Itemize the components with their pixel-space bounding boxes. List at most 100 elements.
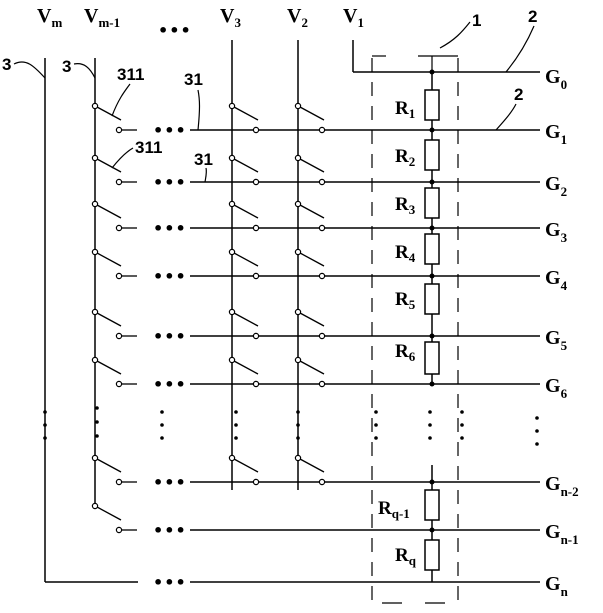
callout-3-vm1: 3 <box>62 57 71 76</box>
switch <box>91 502 137 534</box>
switch <box>228 200 260 232</box>
gate-labels: G0 G1 G2 G3 G4 G5 G6 Gn-2 Gn-1 Gn <box>545 66 579 599</box>
switch-contact <box>252 126 260 134</box>
switch-contact <box>115 526 123 534</box>
switch <box>228 308 260 340</box>
gate-label-g4: G4 <box>545 267 568 293</box>
switch-pivot <box>294 102 302 110</box>
switch <box>294 154 326 186</box>
callout-311-a: 311 <box>117 65 144 84</box>
svg-text:•••: ••• <box>153 573 187 592</box>
switch-blade <box>96 506 122 521</box>
resistor-rq <box>424 539 440 571</box>
switch <box>91 356 137 388</box>
resistor-label-rq: Rq <box>395 545 417 568</box>
switch <box>91 102 137 134</box>
resistor-label-r6: R6 <box>395 341 416 364</box>
switch-blade <box>299 360 325 375</box>
switch <box>294 200 326 232</box>
svg-text:•••: ••• <box>153 327 187 346</box>
switch-pivot <box>228 200 236 208</box>
vertical-ellipses <box>43 406 539 446</box>
switch-contact <box>115 178 123 186</box>
svg-text:•••: ••• <box>153 121 187 140</box>
switch <box>91 308 137 340</box>
svg-text:•••: ••• <box>153 521 187 540</box>
gate-label-g5: G5 <box>545 327 568 353</box>
switch-contact <box>252 332 260 340</box>
switch-contact <box>318 178 326 186</box>
switch-contact <box>318 272 326 280</box>
voltage-label-v3: V3 <box>220 5 241 30</box>
switch-blade <box>299 158 325 173</box>
gate-label-gn1: Gn-1 <box>545 521 579 547</box>
switch-pivot <box>91 102 99 110</box>
voltage-label-v1: V1 <box>343 5 364 30</box>
switch-pivot <box>294 454 302 462</box>
gate-label-gn2: Gn-2 <box>545 473 579 499</box>
switch-blade <box>233 458 259 473</box>
switch-contact <box>115 224 123 232</box>
callout-311-b: 311 <box>135 138 162 157</box>
resistor-label-r1: R1 <box>395 98 415 121</box>
svg-text:•••: ••• <box>153 219 187 238</box>
gate-label-g1: G1 <box>545 121 567 147</box>
switch-blade <box>233 360 259 375</box>
switch-contact <box>252 478 260 486</box>
svg-text:•••: ••• <box>153 375 187 394</box>
switch <box>294 102 326 134</box>
switch-blade <box>96 252 122 267</box>
resistor-label-r5: R5 <box>395 289 416 312</box>
resistor-label-r3: R3 <box>395 194 416 217</box>
switch-contact <box>115 272 123 280</box>
gate-label-g2: G2 <box>545 173 567 199</box>
switch-contact <box>252 380 260 388</box>
gate-label-g3: G3 <box>545 219 568 245</box>
gate-lines <box>45 129 540 583</box>
switch-blade <box>233 204 259 219</box>
switch <box>228 248 260 280</box>
voltage-label-vm: Vm <box>37 5 62 30</box>
resistor-chain <box>424 72 440 582</box>
switch-blade <box>96 204 122 219</box>
switch-contact <box>252 178 260 186</box>
resistor-r6 <box>424 341 440 375</box>
switch-blade <box>299 458 325 473</box>
callout-2-top: 2 <box>528 7 537 26</box>
row-ellipses: ••• ••• ••• ••• ••• ••• ••• ••• ••• <box>153 121 187 592</box>
v1-feed <box>352 40 540 73</box>
resistor-labels: R1 R2 R3 R4 R5 R6 Rq-1 Rq <box>378 98 417 568</box>
resistor-label-rq1: Rq-1 <box>378 498 410 521</box>
resistor-r1 <box>424 89 440 121</box>
resistor-block-outline <box>371 55 459 605</box>
callout-31-a: 31 <box>184 70 203 89</box>
switch-pivot <box>91 248 99 256</box>
switch-blade <box>96 458 122 473</box>
switch <box>294 356 326 388</box>
switch <box>228 102 260 134</box>
switch <box>228 454 260 486</box>
switch-contact <box>115 478 123 486</box>
switch-pivot <box>294 200 302 208</box>
switch-pivot <box>228 248 236 256</box>
voltage-label-vm1: Vm-1 <box>84 5 120 30</box>
switch-pivot <box>294 356 302 364</box>
switch <box>228 356 260 388</box>
switch-pivot <box>228 102 236 110</box>
switch <box>294 248 326 280</box>
switch <box>91 248 137 280</box>
switch-pivot <box>294 154 302 162</box>
switch-pivot <box>91 308 99 316</box>
switch-contact <box>318 332 326 340</box>
switch-pivot <box>228 454 236 462</box>
switch-contact <box>252 224 260 232</box>
switch-blade <box>96 158 122 173</box>
callout-3-vm: 3 <box>2 55 11 74</box>
voltage-label-v2: V2 <box>287 5 308 30</box>
resistor-r3 <box>424 187 440 219</box>
switch <box>294 308 326 340</box>
svg-text:•••: ••• <box>153 173 187 192</box>
resistor-label-r2: R2 <box>395 146 415 169</box>
switch-blade <box>299 312 325 327</box>
